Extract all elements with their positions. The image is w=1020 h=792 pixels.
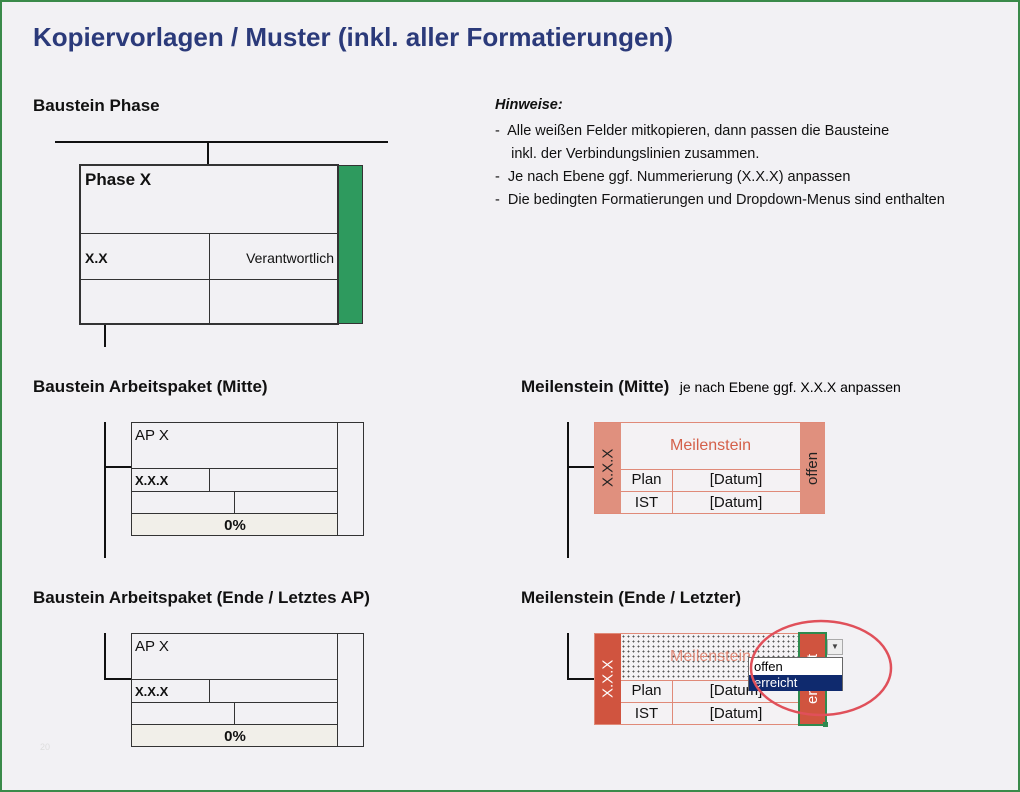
page-number: 20 (40, 742, 51, 752)
ap-mid-box[interactable]: AP X X.X.X 0% (131, 422, 364, 536)
ms-mid-heading: Meilenstein (Mitte) (521, 377, 670, 396)
hint-line: - Die bedingten Formatierungen und Dropd… (495, 192, 945, 208)
hint-line: - Je nach Ebene ggf. Nummerierung (X.X.X… (495, 169, 851, 185)
hints-heading: Hinweise: (495, 97, 563, 113)
ap-end-heading: Baustein Arbeitspaket (Ende / Letztes AP… (33, 588, 370, 607)
ms-plan-label: Plan (631, 471, 662, 488)
ap-end-box[interactable]: AP X X.X.X 0% (131, 633, 364, 747)
phase-box[interactable]: Phase X X.X Verantwortlich (79, 164, 339, 325)
phase-heading: Baustein Phase (33, 96, 160, 115)
ap-progress: 0% (224, 728, 246, 745)
connector-line (567, 466, 594, 468)
ap-progress: 0% (224, 517, 246, 534)
ap-name: AP X (135, 638, 169, 655)
ms-number: X.X.X (595, 634, 621, 724)
ms-mid-heading-row: Meilenstein (Mitte) je nach Ebene ggf. X… (521, 377, 901, 397)
connector-line (104, 633, 106, 680)
hint-line: inkl. der Verbindungslinien zusammen. (495, 146, 760, 162)
ms-end-heading: Meilenstein (Ende / Letzter) (521, 588, 742, 607)
phase-number: X.X (85, 250, 108, 266)
dropdown-option-offen[interactable]: offen (754, 659, 783, 674)
connector-line (104, 466, 131, 468)
connector-line (567, 633, 569, 680)
ms-ist-value[interactable]: [Datum] (709, 494, 763, 511)
dropdown-list[interactable]: offen erreicht (748, 657, 843, 691)
ms-plan-value[interactable]: [Datum] (709, 471, 763, 488)
dropdown-option-erreicht[interactable]: erreicht (749, 675, 842, 691)
fill-handle[interactable] (823, 722, 828, 727)
page-title: Kopiervorlagen / Muster (inkl. aller For… (33, 22, 674, 52)
connector-line (567, 678, 594, 680)
ap-number: X.X.X (135, 473, 169, 488)
ms-mid-note: je nach Ebene ggf. X.X.X anpassen (679, 379, 901, 395)
connector-line (104, 422, 106, 558)
milestone-mid[interactable]: X.X.X offen Meilenstein Plan [Datum] IST… (594, 422, 825, 514)
phase-responsible: Verantwortlich (246, 250, 334, 266)
ms-plan-label: Plan (631, 682, 662, 699)
ap-name: AP X (135, 427, 169, 444)
ms-status[interactable]: offen (800, 423, 825, 513)
dropdown-arrow-button[interactable]: ▼ (827, 639, 843, 655)
ms-ist-label: IST (634, 705, 659, 722)
ms-number: X.X.X (595, 423, 621, 513)
connector-line (104, 324, 106, 347)
ms-ist-value[interactable]: [Datum] (709, 705, 763, 722)
ms-title: Meilenstein (670, 437, 751, 454)
hint-line: - Alle weißen Felder mitkopieren, dann p… (495, 123, 890, 139)
ap-mid-heading: Baustein Arbeitspaket (Mitte) (33, 377, 268, 396)
highlight-ellipse (749, 619, 893, 717)
connector-line (55, 141, 388, 143)
phase-name: Phase X (85, 170, 152, 189)
connector-line (207, 141, 209, 165)
phase-status-bar (338, 165, 363, 324)
ap-number: X.X.X (135, 684, 169, 699)
connector-line (104, 678, 131, 680)
connector-line (567, 422, 569, 558)
ms-ist-label: IST (634, 494, 659, 511)
